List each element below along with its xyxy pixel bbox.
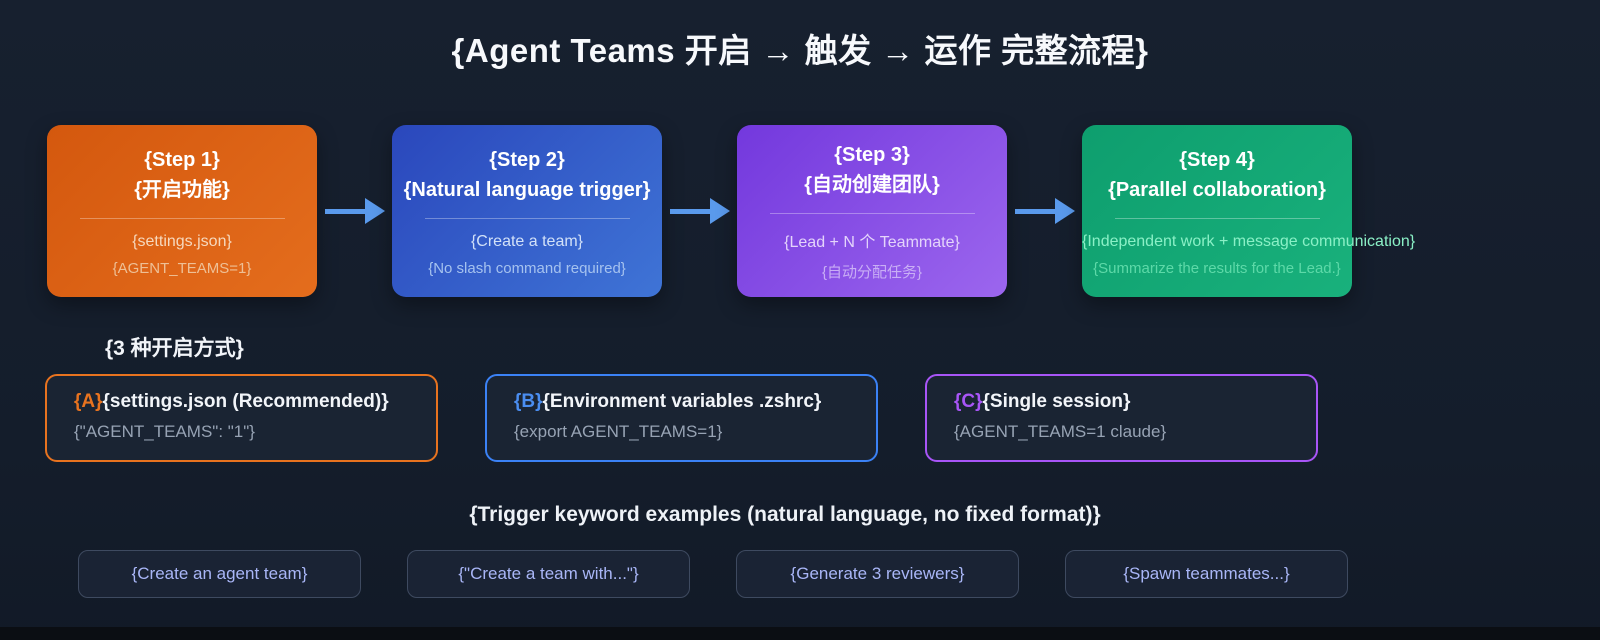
- step-1-title: {Step 1}: [144, 149, 220, 171]
- step-1-subtitle: {开启功能}: [134, 179, 230, 201]
- step-3-subtitle: {自动创建团队}: [804, 174, 940, 196]
- method-c-title: {C}{Single session}: [954, 391, 1316, 413]
- arrow-shaft: [1014, 208, 1055, 214]
- arrow-shaft: [324, 208, 365, 214]
- trigger-pill: {"Create a team with..."}: [407, 550, 690, 598]
- bottom-edge-strip: [0, 627, 1600, 640]
- trigger-pills-row: {Create an agent team} {"Create a team w…: [78, 550, 1348, 598]
- step-3-card: {Step 3} {自动创建团队} {Lead + N 个 Teammate} …: [737, 125, 1007, 297]
- divider: [769, 213, 975, 214]
- flow-arrow-icon: [662, 198, 737, 224]
- step-2-detail-2: {No slash command required}: [428, 260, 626, 277]
- step-3-title: {Step 3}: [834, 144, 910, 166]
- step-1-detail-1: {settings.json}: [132, 233, 232, 250]
- arrow-shaft: [669, 208, 710, 214]
- divider: [79, 218, 285, 219]
- arrow-head: [1054, 198, 1075, 224]
- method-a-card: {A}{settings.json (Recommended)} {"AGENT…: [45, 374, 438, 462]
- step-4-detail-1: {Independent work + message communicatio…: [1082, 233, 1416, 250]
- method-b-card: {B}{Environment variables .zshrc} {expor…: [485, 374, 878, 462]
- method-b-label: {Environment variables .zshrc}: [542, 391, 822, 412]
- step-2-detail-1: {Create a team}: [470, 233, 584, 250]
- method-b-code: {export AGENT_TEAMS=1}: [514, 422, 723, 441]
- page-title: {Agent Teams 开启 → 触发 → 运作 完整流程}: [451, 32, 1149, 69]
- triggers-heading: {Trigger keyword examples (natural langu…: [469, 503, 1101, 526]
- trigger-pill: {Create an agent team}: [78, 550, 361, 598]
- flow-arrow-icon: [317, 198, 392, 224]
- method-a-badge: {A}: [74, 391, 103, 412]
- step-2-card: {Step 2} {Natural language trigger} {Cre…: [392, 125, 662, 297]
- methods-row: {A}{settings.json (Recommended)} {"AGENT…: [45, 374, 1318, 462]
- step-4-card: {Step 4} {Parallel collaboration} {Indep…: [1082, 125, 1416, 297]
- method-b-badge: {B}: [514, 391, 543, 412]
- step-1-card: {Step 1} {开启功能} {settings.json} {AGENT_T…: [47, 125, 317, 297]
- step-4-title: {Step 4}: [1179, 149, 1255, 171]
- divider: [424, 218, 630, 219]
- method-c-card: {C}{Single session} {AGENT_TEAMS=1 claud…: [925, 374, 1318, 462]
- flow-arrow-icon: [1007, 198, 1082, 224]
- method-a-label: {settings.json (Recommended)}: [102, 391, 389, 412]
- step-1-detail-2: {AGENT_TEAMS=1}: [112, 260, 252, 277]
- arrow-head: [709, 198, 730, 224]
- divider: [1114, 218, 1320, 219]
- step-4-subtitle: {Parallel collaboration}: [1108, 179, 1326, 201]
- method-a-code: {"AGENT_TEAMS": "1"}: [74, 422, 255, 441]
- step-flow: {Step 1} {开启功能} {settings.json} {AGENT_T…: [47, 125, 1416, 297]
- method-c-badge: {C}: [954, 391, 983, 412]
- method-a-title: {A}{settings.json (Recommended)}: [74, 391, 436, 413]
- method-b-title: {B}{Environment variables .zshrc}: [514, 391, 876, 413]
- step-2-title: {Step 2}: [489, 149, 565, 171]
- methods-heading: {3 种开启方式}: [105, 337, 244, 360]
- step-3-detail-1: {Lead + N 个 Teammate}: [784, 234, 960, 251]
- trigger-pill: {Spawn teammates...}: [1065, 550, 1348, 598]
- method-c-label: {Single session}: [982, 391, 1131, 412]
- step-2-subtitle: {Natural language trigger}: [403, 179, 651, 201]
- arrow-head: [364, 198, 385, 224]
- method-c-code: {AGENT_TEAMS=1 claude}: [954, 422, 1167, 441]
- trigger-pill: {Generate 3 reviewers}: [736, 550, 1019, 598]
- step-3-detail-2: {自动分配任务}: [821, 264, 923, 281]
- step-4-detail-2: {Summarize the results for the Lead.}: [1093, 260, 1341, 277]
